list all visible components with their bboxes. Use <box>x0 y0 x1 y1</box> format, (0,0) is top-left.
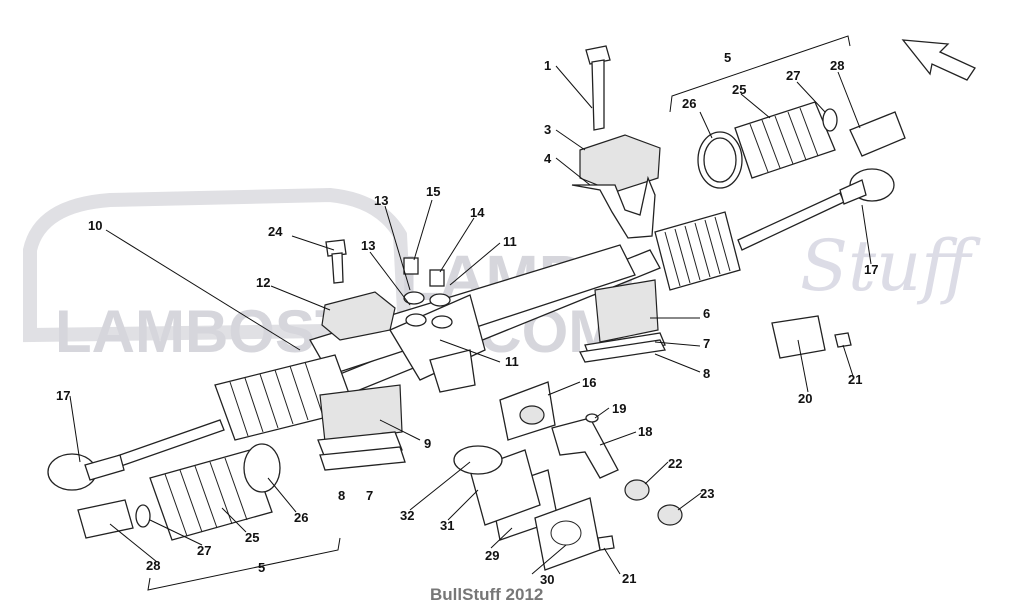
callout-25-bottom: 25 <box>245 530 259 545</box>
right-tie-rod-end <box>839 168 895 205</box>
callout-27-top: 27 <box>786 68 800 83</box>
clamp-ring-32 <box>453 445 503 475</box>
callout-26-top: 26 <box>682 96 696 111</box>
steering-rack-assembly <box>47 168 895 491</box>
direction-arrow-icon <box>901 39 976 81</box>
leader-lines <box>69 65 872 575</box>
callout-28-bottom: 28 <box>146 558 160 573</box>
nut-21-upper <box>834 332 852 348</box>
callout-22: 22 <box>668 456 682 471</box>
callout-8-right: 8 <box>703 366 710 381</box>
footer-credit: BullStuff 2012 <box>430 585 543 604</box>
callout-3: 3 <box>544 122 551 137</box>
callout-11-upper: 11 <box>503 234 517 249</box>
callout-16: 16 <box>582 375 596 390</box>
group-bracket-5-top <box>669 35 851 113</box>
mounting-clamp-lower <box>571 175 656 239</box>
shim-right-8 <box>579 339 666 363</box>
callout-31: 31 <box>440 518 454 533</box>
boot-kit-left <box>77 443 281 541</box>
callout-21-bottom: 21 <box>622 571 636 586</box>
callout-27-bottom: 27 <box>197 543 211 558</box>
rubber-mount-left <box>319 384 403 443</box>
mounting-clamp-left <box>321 291 396 341</box>
callout-30: 30 <box>540 572 554 587</box>
callout-32: 32 <box>400 508 414 523</box>
callout-10: 10 <box>88 218 102 233</box>
nut-21-lower <box>597 535 615 551</box>
callout-1: 1 <box>544 58 551 73</box>
watermark-brand-script: Stuff <box>800 225 981 307</box>
bolt-24 <box>325 239 347 284</box>
left-rack-bellows <box>214 354 356 441</box>
callout-13-upper: 13 <box>374 193 388 208</box>
callout-18: 18 <box>638 424 652 439</box>
callout-9: 9 <box>424 436 431 451</box>
callout-17-left: 17 <box>56 388 70 403</box>
boot-kit-right <box>697 101 906 189</box>
callout-7-right: 7 <box>703 336 710 351</box>
right-rack-bellows <box>654 211 741 291</box>
group-bracket-5-bottom <box>147 537 341 591</box>
callout-19: 19 <box>612 401 626 416</box>
callout-5-bottom: 5 <box>258 560 265 575</box>
callout-26-bottom: 26 <box>294 510 308 525</box>
callout-5-top: 5 <box>724 50 731 65</box>
callout-13-lower: 13 <box>361 238 375 253</box>
bushing-22 <box>624 479 650 501</box>
callout-6: 6 <box>703 306 710 321</box>
callout-4: 4 <box>544 151 552 166</box>
callout-24: 24 <box>268 224 283 239</box>
callout-28-top: 28 <box>830 58 844 73</box>
rubber-mount-right <box>594 279 659 343</box>
callout-25-top: 25 <box>732 82 746 97</box>
callout-7-left: 7 <box>366 488 373 503</box>
shim-left-8 <box>319 446 406 471</box>
mounting-clamp-upper <box>579 134 661 193</box>
plate-20 <box>771 315 826 359</box>
callout-17-right: 17 <box>864 262 878 277</box>
callout-14: 14 <box>470 205 485 220</box>
callout-12: 12 <box>256 275 270 290</box>
callouts: 1 12 3 4 5 5 6 7 7 8 8 9 10 11 11 2 13 1… <box>56 50 878 587</box>
callout-8-left: 8 <box>338 488 345 503</box>
callout-15: 15 <box>426 184 440 199</box>
cover-16-boss <box>519 405 545 425</box>
left-tie-rod-end <box>47 453 125 491</box>
callout-20: 20 <box>798 391 812 406</box>
callout-11-lower: 11 <box>505 354 519 369</box>
pinion-valve-18 <box>551 417 619 479</box>
hose-fittings <box>403 257 453 329</box>
seal-19 <box>585 413 599 423</box>
bolt-1 <box>585 45 611 131</box>
callout-23: 23 <box>700 486 714 501</box>
callout-29: 29 <box>485 548 499 563</box>
bushing-23 <box>657 504 683 526</box>
gasket-30 <box>534 497 601 571</box>
callout-21-right: 21 <box>848 372 862 387</box>
